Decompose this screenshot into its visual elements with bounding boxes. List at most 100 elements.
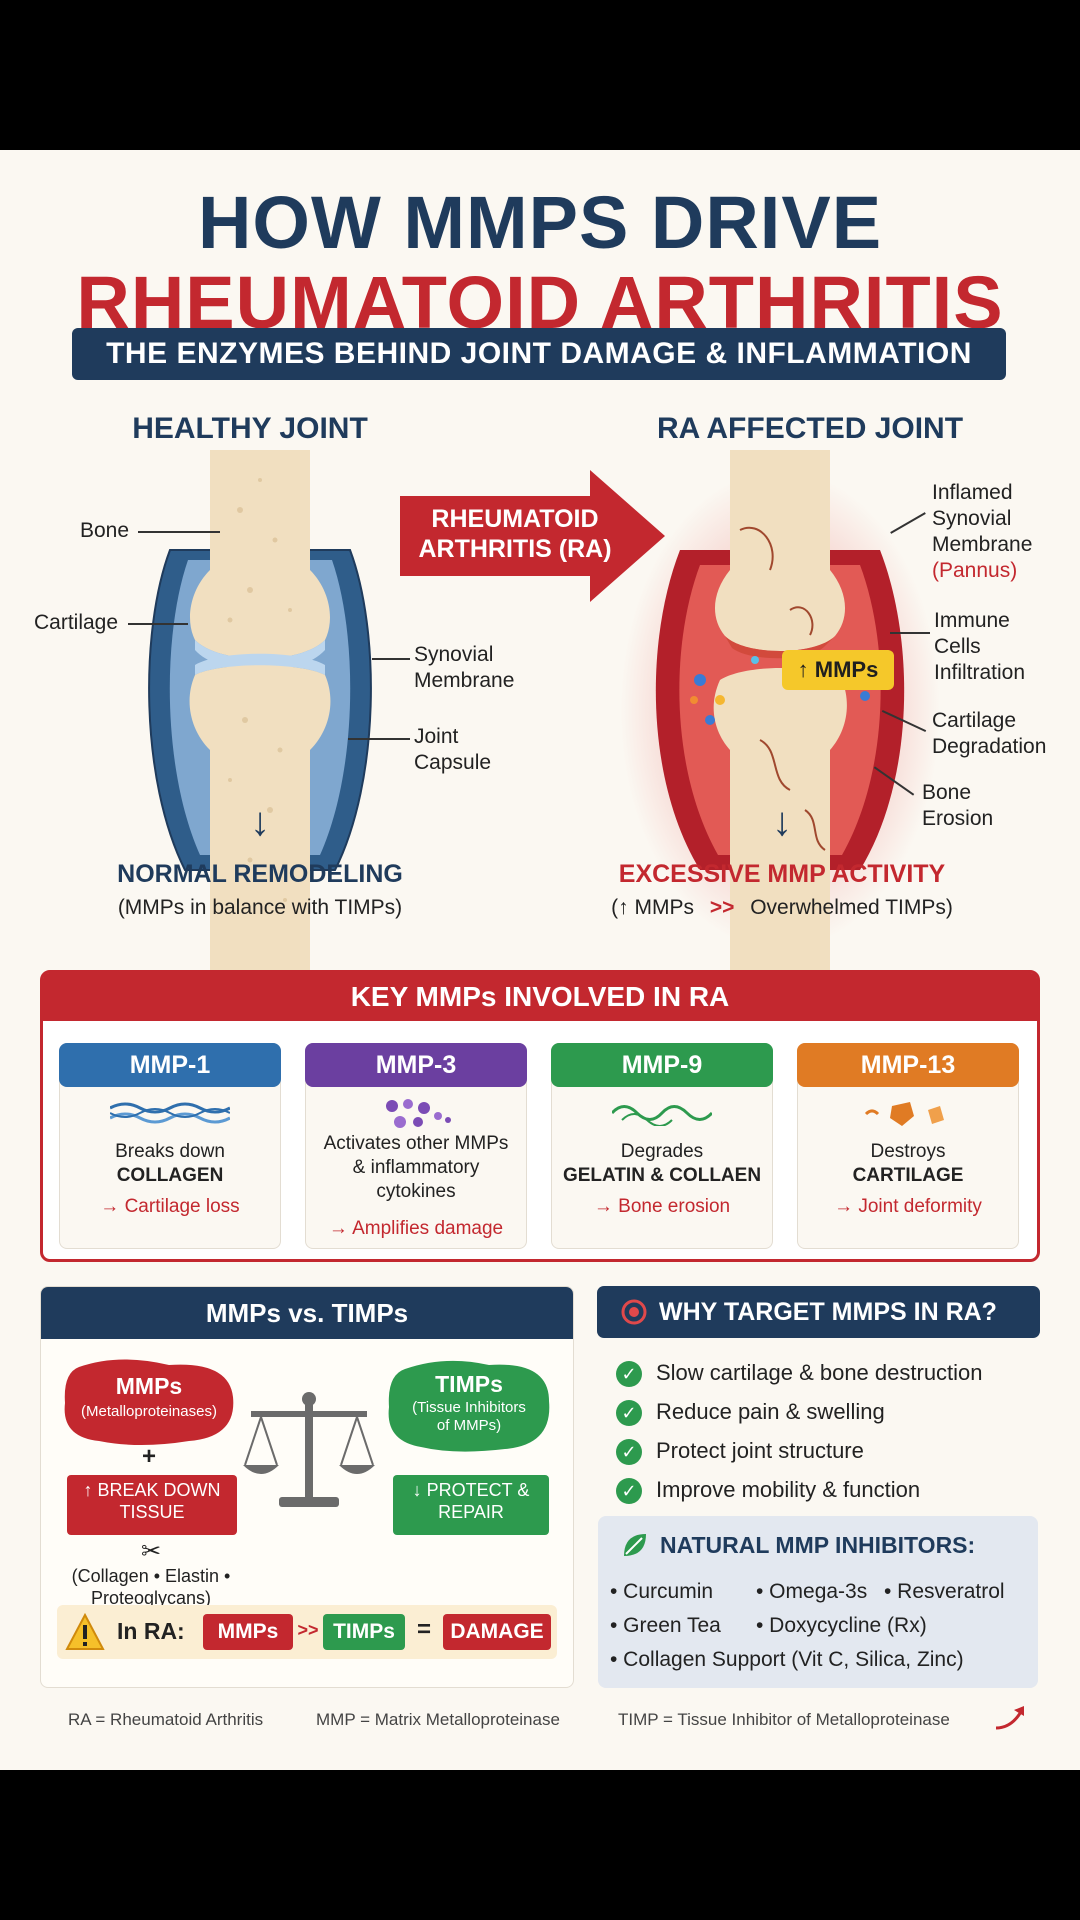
why-item-2: ✓Reduce pain & swelling: [616, 1395, 885, 1429]
ra-down-arrow-icon: ↓: [772, 800, 792, 844]
why-item-3-text: Protect joint structure: [656, 1438, 864, 1463]
ra-joint-illustration: [620, 450, 940, 970]
trend-arrow-icon: [995, 1706, 1024, 1730]
subtitle-banner: THE ENZYMES BEHIND JOINT DAMAGE & INFLAM…: [72, 328, 1006, 380]
natural-collagen-support: • Collagen Support (Vit C, Silica, Zinc): [610, 1648, 964, 1671]
mmp-card-1-effect: → Cartilage loss: [100, 1196, 240, 1217]
why-target-heading-bar: WHY TARGET MMPS IN RA?: [597, 1286, 1040, 1338]
natural-inhibitors-heading: NATURAL MMP INHIBITORS:: [660, 1532, 976, 1558]
ra-joint-heading: RA AFFECTED JOINT: [656, 412, 964, 445]
leader-line-synovial: [372, 658, 410, 660]
target-icon: [621, 1299, 647, 1325]
mmps-break-down-box: ↑ BREAK DOWN TISSUE: [67, 1475, 237, 1535]
mmp-card-3-desc-c: cytokines: [376, 1181, 456, 1202]
mmp-card-9-effect: → Bone erosion: [593, 1196, 731, 1217]
cartilage-fragments-icon: [864, 1102, 944, 1126]
mmps-vs-timps-heading: MMPs vs. TIMPs: [41, 1287, 573, 1339]
natural-green-tea: • Green Tea: [610, 1614, 721, 1637]
ra-outcome-sub-sep: >>: [709, 896, 735, 919]
mmp-card-13-desc: Destroys CARTILAGE: [798, 1140, 1018, 1188]
ra-transition-label: RHEUMATOID ARTHRITIS (RA): [418, 505, 612, 563]
why-item-3: ✓ Protect joint structure: [616, 1434, 864, 1468]
label-cartilage: Cartilage: [34, 611, 119, 634]
mmp-card-13-effect: → Joint deformity: [834, 1196, 982, 1217]
label-joint-capsule: Joint Capsule: [414, 725, 492, 774]
mmp-card-1-desc-b: COLLAGEN: [116, 1165, 224, 1186]
key-mmps-panel: KEY MMPs INVOLVED IN RA MMP-1 Breaks dow…: [40, 970, 1040, 1262]
natural-curcumin: • Curcumin: [610, 1580, 714, 1603]
pill-timps: TIMPs: [323, 1614, 405, 1650]
why-item-1-text: Slow cartilage & bone destruction: [656, 1360, 983, 1385]
mmp-card-1-desc: Breaks down COLLAGEN: [60, 1140, 280, 1188]
mmp-card-1-title: MMP-1: [59, 1043, 281, 1087]
ra-outcome-title: EXCESSIVE MMP ACTIVITY: [618, 860, 946, 888]
label-immune-cells: Immune Cells Infiltration: [934, 609, 1026, 684]
mmps-plus: +: [141, 1443, 156, 1470]
pill-mmps: MMPs: [203, 1614, 293, 1650]
ra-outcome-sub-a: (↑ MMPs: [611, 896, 694, 919]
in-ra-label: In RA:: [117, 1618, 185, 1644]
mmps-targets: (Collagen • Elastin • Proteoglycans): [71, 1566, 231, 1608]
mmp-card-3-desc: Activates other MMPs & inflammatory cyto…: [306, 1132, 526, 1204]
why-target-heading: WHY TARGET MMPS IN RA?: [659, 1298, 997, 1326]
footer-mmp-definition: MMP = Matrix Metalloproteinase: [316, 1710, 560, 1729]
ra-outcome-sub-b: Overwhelmed TIMPs): [750, 896, 953, 919]
pill-damage: DAMAGE: [443, 1614, 551, 1650]
mmp-card-9-desc-b: GELATIN & COLLAEN: [562, 1165, 762, 1186]
natural-omega3: • Omega-3s: [756, 1580, 868, 1603]
mmps-blob-shape: [64, 1359, 234, 1445]
title-line-1: HOW MMPS DRIVE: [197, 181, 883, 264]
natural-doxycycline: • Doxycycline (Rx): [756, 1614, 927, 1637]
mmp-card-9-title: MMP-9: [551, 1043, 773, 1087]
ra-transition-arrow-icon: [400, 470, 665, 602]
mmp-card-1-desc-a: Breaks down: [115, 1141, 225, 1162]
key-mmps-heading: KEY MMPs INVOLVED IN RA: [43, 973, 1037, 1021]
mmp-card-9: MMP-9 Degrades GELATIN & COLLAEN → Bone …: [551, 1043, 773, 1249]
mmp-card-3-effect: → Amplifies damage: [328, 1218, 504, 1239]
timps-subtitle: (Tissue Inhibitors of MMPs): [412, 1399, 526, 1434]
timps-title: TIMPs: [435, 1371, 503, 1397]
mmp-card-13-desc-b: CARTILAGE: [852, 1165, 964, 1186]
footer-timp-definition: TIMP = Tissue Inhibitor of Metalloprotei…: [618, 1710, 950, 1729]
healthy-down-arrow-icon: ↓: [250, 800, 270, 844]
in-ra-summary-row: In RA: MMPs >> TIMPs = DAMAGE: [57, 1605, 557, 1659]
mmp-up-badge: ↑ MMPs: [782, 650, 894, 690]
balance-scale-icon: [243, 1392, 375, 1507]
mmp-card-3-desc-b: & inflammatory: [352, 1157, 480, 1178]
mmps-title: MMPs: [115, 1373, 183, 1399]
infographic-canvas: HOW MMPS DRIVE RHEUMATOID ARTHRITIS THE …: [0, 150, 1080, 1770]
warning-icon: [65, 1613, 105, 1650]
healthy-joint-heading: HEALTHY JOINT: [132, 412, 368, 445]
ra-outcome-subtitle: (↑ MMPs >> Overwhelmed TIMPs): [582, 896, 982, 920]
mmp-card-13-desc-a: Destroys: [870, 1141, 946, 1162]
why-item-2-text: Reduce pain & swelling: [656, 1399, 885, 1424]
mmps-vs-timps-panel: MMPs vs. TIMPs MMPs (Metalloproteinases)…: [40, 1286, 574, 1688]
natural-resveratrol: • Resveratrol: [884, 1580, 1005, 1603]
leader-line-cartilage: [128, 623, 188, 625]
check-icon: ✓: [616, 1361, 642, 1388]
mmps-subtitle: (Metalloproteinases): [81, 1403, 217, 1420]
collagen-fiber-icon: [110, 1102, 230, 1124]
label-inflamed-synovial: Inflamed Synovial Membrane: [932, 481, 1033, 556]
scissors-icon: ✂: [140, 1538, 162, 1565]
timps-protect-box: ↓ PROTECT & REPAIR: [393, 1475, 549, 1535]
mmp-card-13-title: MMP-13: [797, 1043, 1019, 1087]
mmp-card-9-desc-a: Degrades: [620, 1141, 704, 1162]
leader-line-bone: [138, 531, 220, 533]
why-item-4-text: Improve mobility & function: [656, 1477, 921, 1502]
healthy-outcome-title: NORMAL REMODELING: [117, 860, 403, 888]
check-icon: ✓: [616, 1439, 642, 1466]
leader-line-immune: [890, 632, 930, 634]
mmp-card-1: MMP-1 Breaks down COLLAGEN → Cartilage l…: [59, 1043, 281, 1249]
leaf-icon: [624, 1534, 646, 1556]
label-synovial-membrane: Synovial Membrane: [414, 643, 515, 692]
mmp-card-9-desc: Degrades GELATIN & COLLAEN: [552, 1140, 772, 1188]
timps-blob-shape: [388, 1360, 550, 1452]
mmp-card-13: MMP-13 Destroys CARTILAGE → Joint deform…: [797, 1043, 1019, 1249]
mmp-card-3-desc-a: Activates other MMPs: [323, 1133, 509, 1154]
leader-line-capsule: [348, 738, 410, 740]
mmp-card-3: MMP-3 Activates other MMPs & inflammator…: [305, 1043, 527, 1249]
gelatin-strand-icon: [612, 1105, 712, 1126]
label-bone: Bone: [80, 519, 130, 542]
why-item-4: ✓Improve mobility & function: [616, 1473, 920, 1507]
